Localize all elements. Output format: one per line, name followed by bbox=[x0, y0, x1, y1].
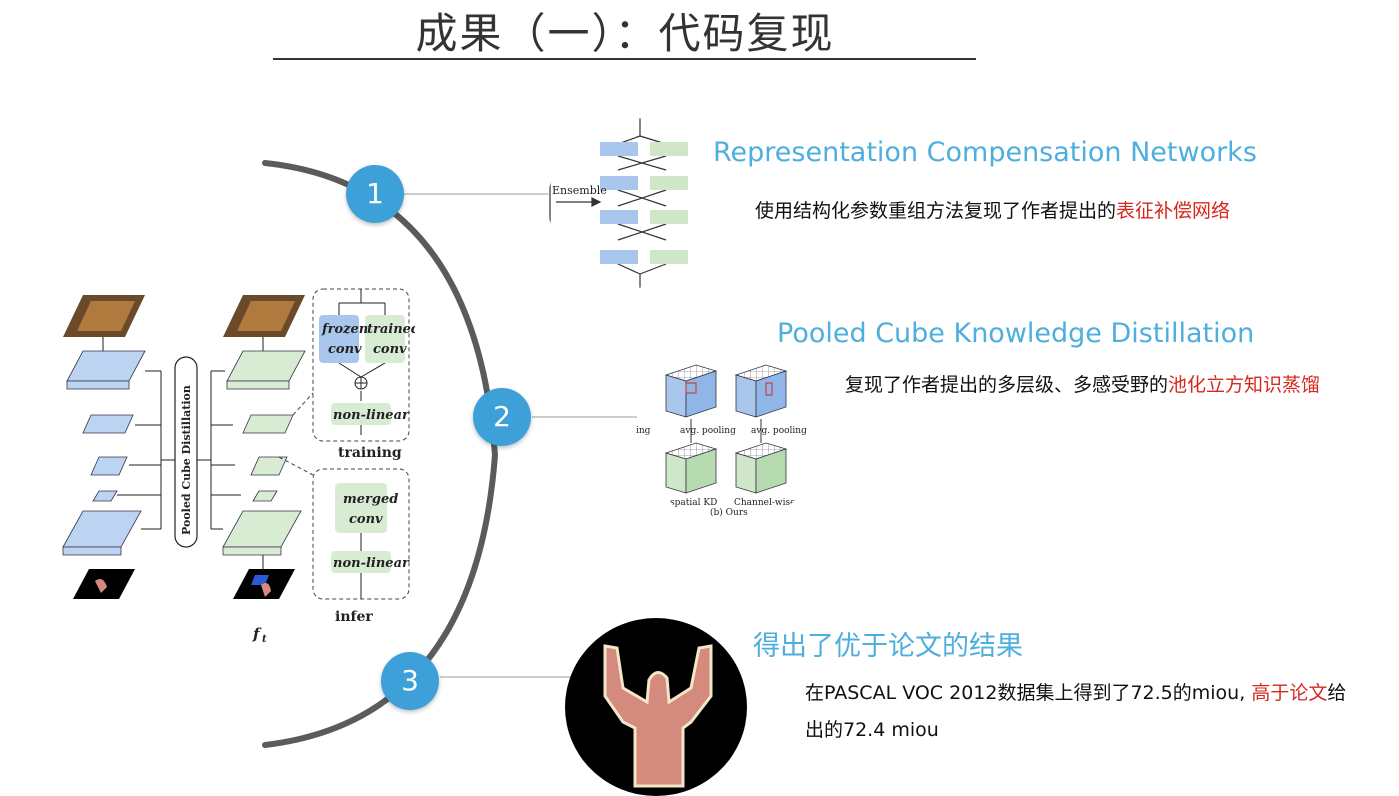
item-1-desc-highlight: 表征补偿网络 bbox=[1116, 200, 1231, 222]
pool-label-right: avg. pooling bbox=[751, 426, 807, 436]
item-3-desc-text: 在PASCAL VOC 2012数据集上得到了72.5的miou, bbox=[805, 682, 1252, 704]
side-label: ing bbox=[636, 426, 651, 436]
item-1-desc-text: 使用结构化参数重组方法复现了作者提出的 bbox=[755, 200, 1117, 222]
segmentation-thumbnail bbox=[565, 618, 747, 796]
channel-kd-label: Channel-wise KD bbox=[734, 498, 812, 508]
frozen-conv-label: conv bbox=[328, 342, 362, 357]
ours-caption: (b) Ours bbox=[710, 507, 748, 518]
pcd-thumbnail: avg. pooling avg. pooling ing spatial KD… bbox=[636, 335, 826, 525]
title-underline bbox=[273, 58, 976, 60]
step-3-badge: 3 bbox=[381, 652, 439, 710]
trained-label: trained bbox=[367, 322, 415, 337]
step-2-badge: 2 bbox=[473, 388, 531, 446]
merged-conv-label: conv bbox=[349, 512, 383, 527]
training-nonlinear-label: non-linear bbox=[333, 408, 410, 423]
item-3-heading: 得出了优于论文的结果 bbox=[753, 631, 1023, 662]
item-2-desc-highlight: 池化立方知识蒸馏 bbox=[1168, 374, 1321, 396]
training-label: training bbox=[338, 445, 402, 461]
inference-label: infer bbox=[335, 609, 373, 625]
item-2-heading: Pooled Cube Knowledge Distillation bbox=[777, 318, 1255, 349]
item-2-desc-text: 复现了作者提出的多层级、多感受野的 bbox=[845, 374, 1169, 396]
item-3-desc-highlight: 高于论文 bbox=[1251, 682, 1328, 704]
spatial-kd-label: spatial KD bbox=[670, 498, 717, 508]
item-1-description: 使用结构化参数重组方法复现了作者提出的表征补偿网络 bbox=[755, 196, 1230, 223]
ft-subscript: t bbox=[262, 634, 267, 645]
item-3-desc-suffix: 给出的72.4 miou bbox=[805, 682, 1347, 741]
pool-label-left: avg. pooling bbox=[680, 426, 736, 436]
ensemble-label: Ensemble bbox=[552, 184, 607, 197]
trained-conv-label: conv bbox=[373, 342, 407, 357]
architecture-figure: Pooled Cube Distillation f t frozen conv… bbox=[62, 288, 415, 645]
inference-nonlinear-label: non-linear bbox=[333, 556, 410, 571]
rcn-thumbnail: Ensemble bbox=[548, 118, 718, 288]
step-1-badge: 1 bbox=[346, 165, 404, 223]
pcd-label: Pooled Cube Distillation bbox=[180, 385, 193, 535]
ft-label: f bbox=[252, 625, 262, 643]
item-2-description: 复现了作者提出的多层级、多感受野的池化立方知识蒸馏 bbox=[845, 370, 1320, 397]
item-3-description: 在PASCAL VOC 2012数据集上得到了72.5的miou, 高于论文给出… bbox=[805, 675, 1365, 749]
item-1-heading: Representation Compensation Networks bbox=[713, 137, 1257, 168]
slide-title: 成果（一）：代码复现 bbox=[415, 9, 835, 58]
merged-label: merged bbox=[343, 492, 398, 507]
frozen-label: frozen bbox=[321, 322, 368, 337]
